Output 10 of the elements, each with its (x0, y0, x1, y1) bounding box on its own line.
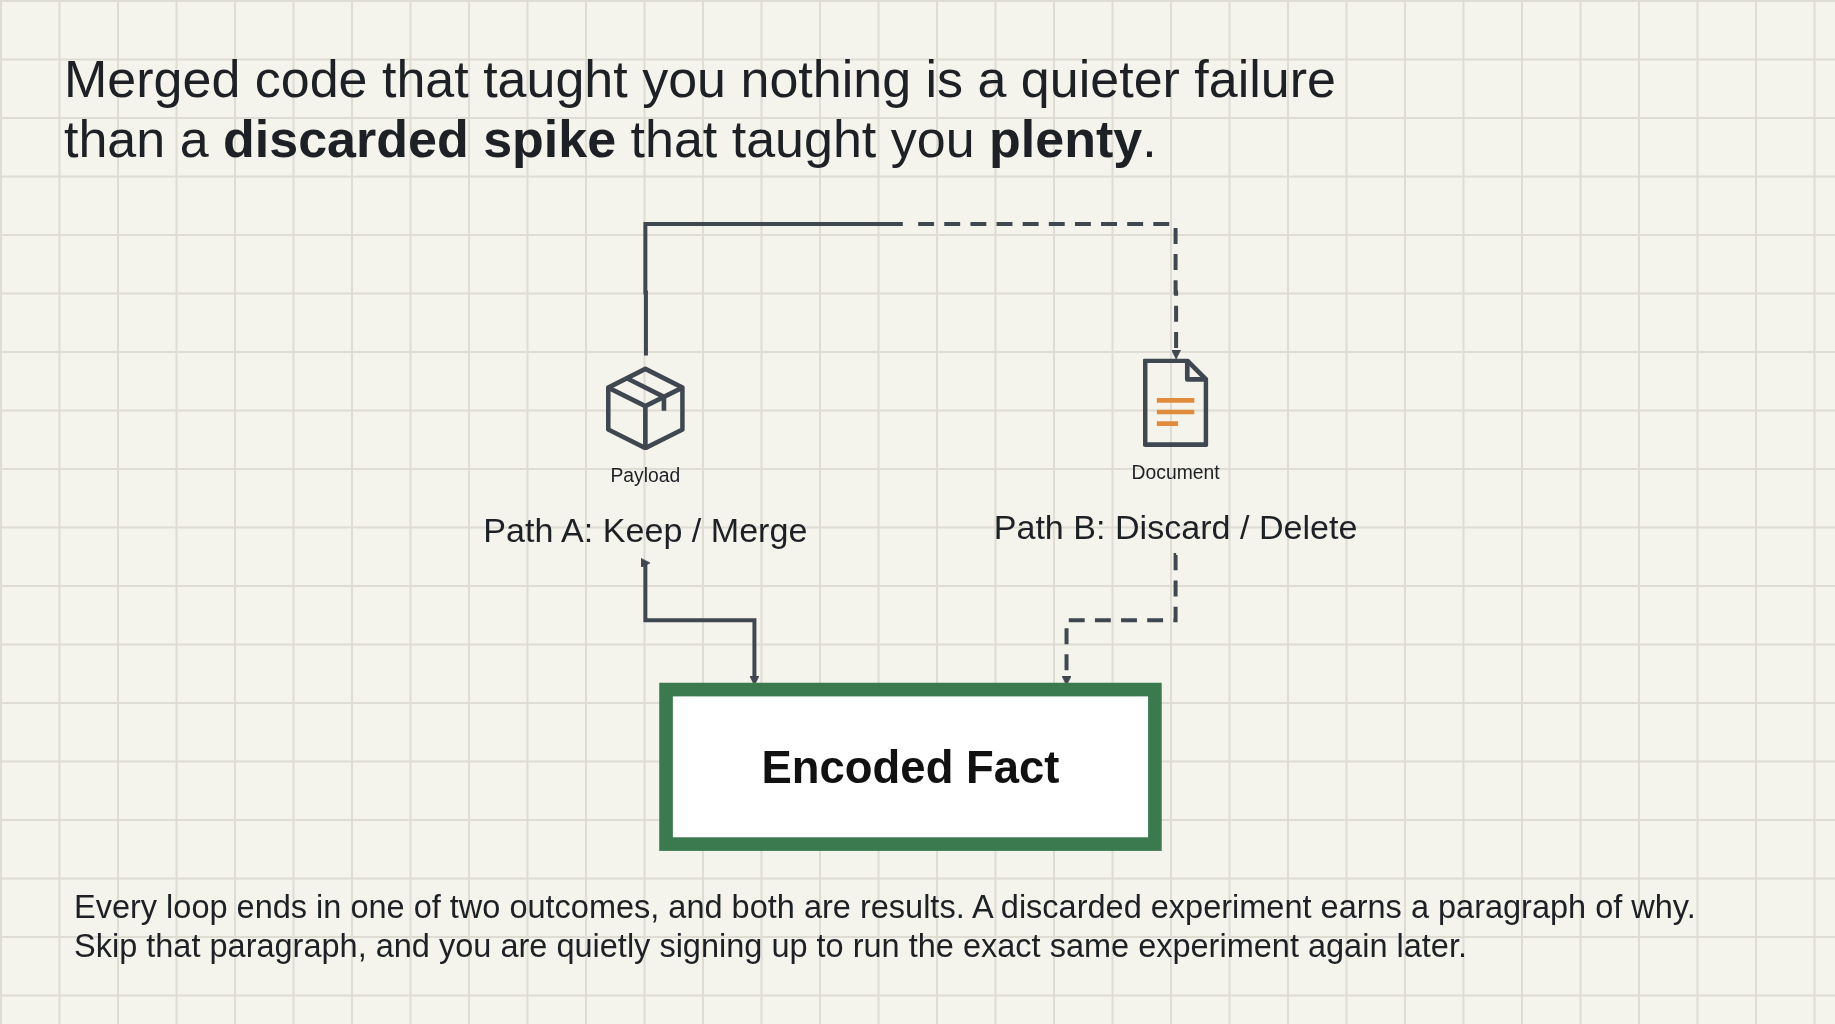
node-label: Path A: Keep / Merge (482, 511, 807, 549)
result-label: Encoded Fact (761, 741, 1060, 792)
arrow (917, 222, 1181, 360)
title: Merged code that taught you nothing is a quieter failure than a discarded spike that taught you plenty. (64, 50, 1337, 170)
node-picture (1142, 358, 1208, 447)
caption: Every loop ends in one of two outcomes, and both are results. A discarded experiment earns a paragraph of why. Skip that paragraph, and you are quietly signing up to run the exact same experiment again later. (74, 888, 1697, 966)
node-label: Document (1131, 461, 1220, 484)
connector-line (642, 222, 903, 356)
node-label: Payload (610, 465, 680, 487)
node-label: Path B: Discard / Delete (993, 507, 1358, 546)
